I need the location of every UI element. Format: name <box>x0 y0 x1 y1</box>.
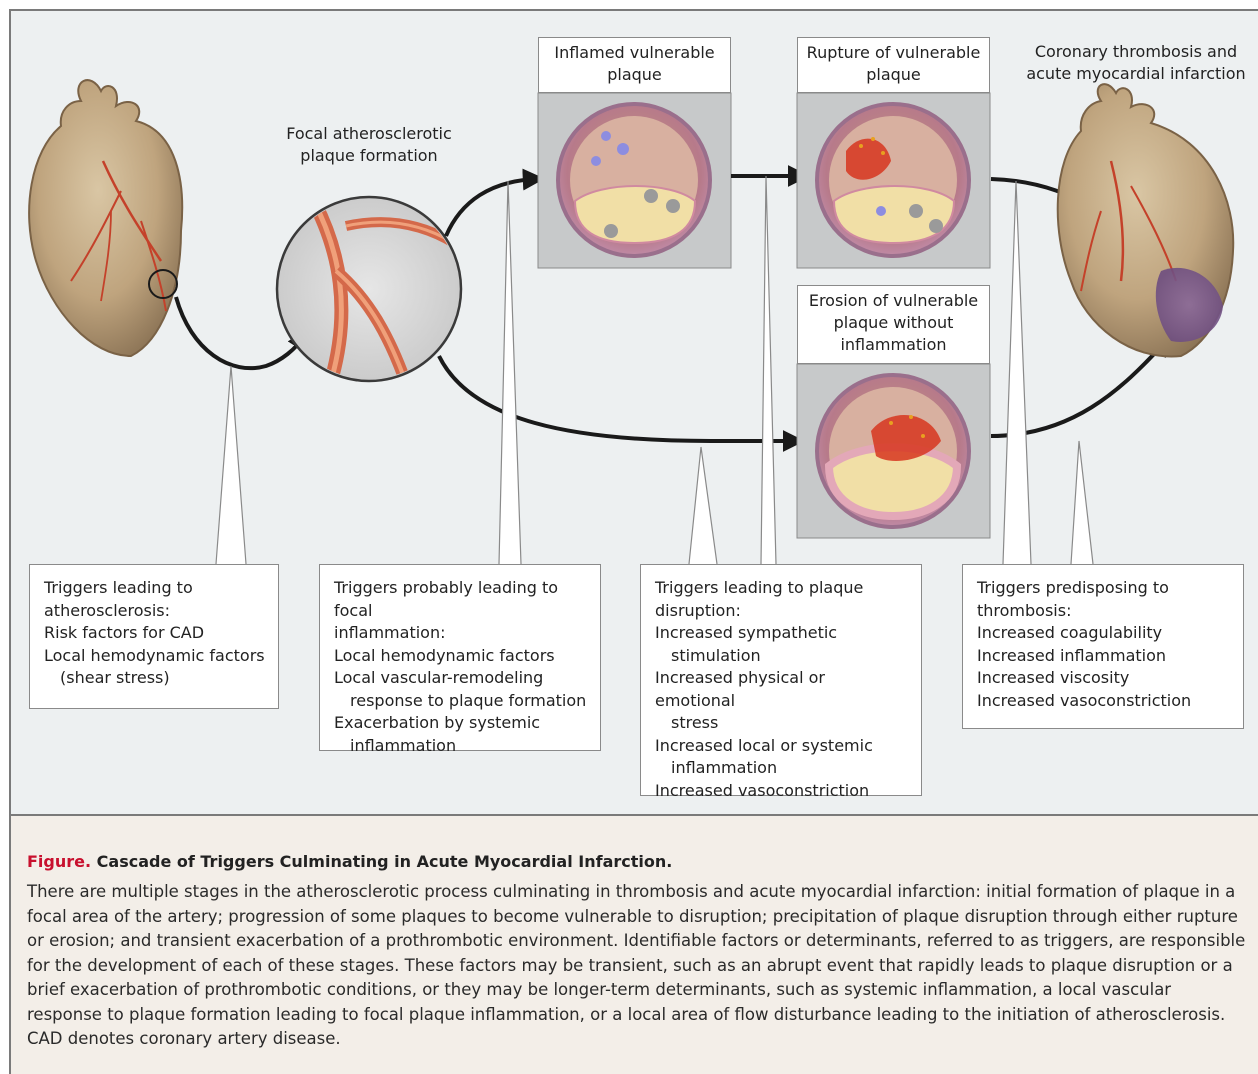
trigger-line: Increased physical or emotional <box>655 667 909 712</box>
triggers-focal-inflammation-box: Triggers probably leading to focal infla… <box>319 564 601 751</box>
arrow-to-inflamed <box>446 179 536 236</box>
trigger-line: atherosclerosis: <box>44 600 266 623</box>
rupture-title-text: Rupture of vulnerable plaque <box>807 43 981 84</box>
trigger-line: stress <box>655 712 909 735</box>
trigger-line: (shear stress) <box>44 667 266 690</box>
trigger-line: Local vascular-remodeling <box>334 667 588 690</box>
diagram-area: Focal atherosclerotic plaque formation I… <box>11 11 1258 814</box>
trigger-line: Triggers leading to <box>44 577 266 600</box>
trigger-line: Increased sympathetic <box>655 622 909 645</box>
rupture-title: Rupture of vulnerable plaque <box>797 37 990 93</box>
trigger-line: Increased viscosity <box>977 667 1231 690</box>
arrow-to-erosion <box>439 356 796 441</box>
trigger-line: inflammation <box>655 757 909 780</box>
rupture-plaque-panel <box>797 93 990 268</box>
trigger-line: Triggers leading to plaque <box>655 577 909 600</box>
trigger-line: thrombosis: <box>977 600 1231 623</box>
inflamed-plaque-title-text: Inflamed vulnerable plaque <box>554 43 714 84</box>
triggers-atherosclerosis-box: Triggers leading to atherosclerosis: Ris… <box>29 564 279 709</box>
focal-plaque-label: Focal atherosclerotic plaque formation <box>279 123 459 167</box>
trigger-line: response to plaque formation <box>334 690 588 713</box>
triggers-plaque-disruption-box: Triggers leading to plaque disruption: I… <box>640 564 922 796</box>
trigger-line: Triggers probably leading to focal <box>334 577 588 622</box>
trigger-line: Local hemodynamic factors <box>44 645 266 668</box>
trigger-line: Exacerbation by systemic <box>334 712 588 735</box>
caption-body: There are multiple stages in the atheros… <box>27 880 1249 1052</box>
trigger-line: Triggers predisposing to <box>977 577 1231 600</box>
trigger-line: inflammation <box>334 735 588 758</box>
inflamed-plaque-title: Inflamed vulnerable plaque <box>538 37 731 93</box>
trigger-line: Increased vasoconstriction <box>655 780 909 803</box>
figure-frame: Focal atherosclerotic plaque formation I… <box>9 9 1258 1074</box>
triggers-thrombosis-box: Triggers predisposing to thrombosis: Inc… <box>962 564 1244 729</box>
left-heart-illustration <box>29 80 182 356</box>
caption-title-text: Cascade of Triggers Culminating in Acute… <box>97 852 673 871</box>
trigger-line: stimulation <box>655 645 909 668</box>
trigger-line: Local hemodynamic factors <box>334 645 588 668</box>
trigger-line: Increased coagulability <box>977 622 1231 645</box>
erosion-title-text: Erosion of vulnerable plaque without inf… <box>809 291 978 354</box>
thrombosis-mi-label: Coronary thrombosis and acute myocardial… <box>1016 41 1256 85</box>
figure-caption: Figure. Cascade of Triggers Culminating … <box>11 816 1258 1074</box>
trigger-line: inflammation: <box>334 622 588 645</box>
focal-plaque-lens <box>277 196 466 383</box>
trigger-line: Risk factors for CAD <box>44 622 266 645</box>
caption-title: Figure. Cascade of Triggers Culminating … <box>27 852 672 871</box>
right-heart-illustration <box>1058 84 1234 356</box>
trigger-line: disruption: <box>655 600 909 623</box>
inflamed-plaque-panel <box>538 93 731 268</box>
trigger-line: Increased local or systemic <box>655 735 909 758</box>
erosion-title: Erosion of vulnerable plaque without inf… <box>797 285 990 364</box>
erosion-plaque-panel <box>797 364 990 538</box>
figure-label: Figure. <box>27 852 91 871</box>
trigger-line: Increased vasoconstriction <box>977 690 1231 713</box>
left-heart-shape <box>29 80 182 356</box>
trigger-line: Increased inflammation <box>977 645 1231 668</box>
